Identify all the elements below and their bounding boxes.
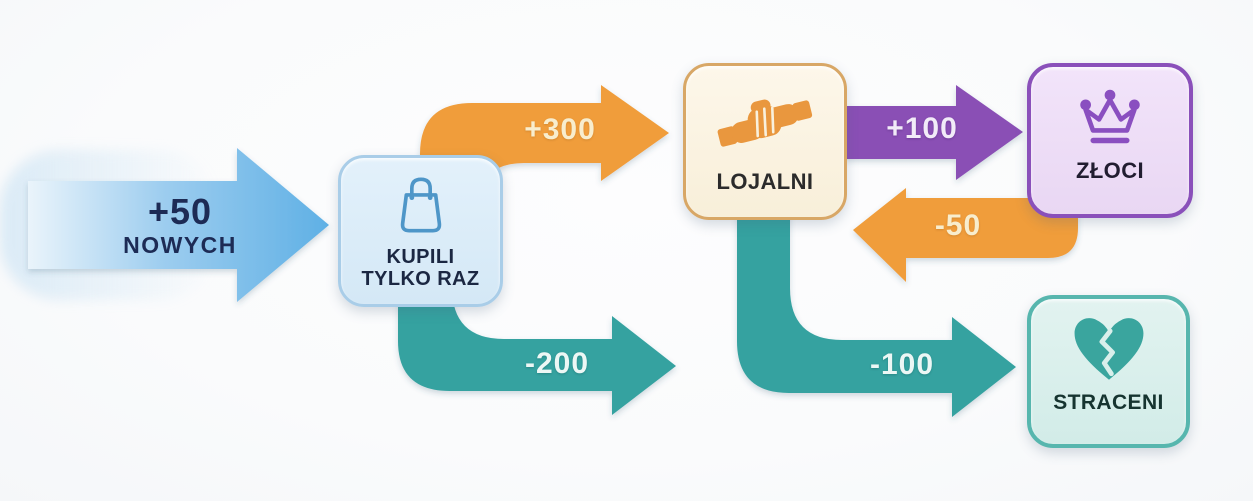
arrow-minus-200 — [398, 280, 676, 415]
shopping-bag-icon — [390, 172, 452, 238]
arrow-minus-100 — [737, 210, 1016, 417]
node-zloci: ZŁOCI — [1027, 63, 1193, 218]
node-label: LOJALNI — [716, 169, 814, 194]
arrow-minus-50 — [853, 188, 1078, 282]
handshake-icon — [715, 86, 815, 158]
broken-heart-icon — [1071, 315, 1147, 385]
arrow-label-minus-50: -50 — [934, 209, 982, 242]
arrow-label-minus-200: -200 — [524, 347, 590, 380]
arrow-plus-100 — [845, 85, 1023, 180]
arrow-label-plus-100: +100 — [886, 112, 958, 145]
node-lojalni: LOJALNI — [683, 63, 847, 220]
node-label-line2: TYLKO RAZ — [361, 268, 480, 291]
arrow-plus-300 — [420, 85, 669, 225]
node-label-line1: KUPILI — [386, 246, 455, 268]
entry-arrow-label: +50 NOWYCH — [100, 193, 260, 257]
node-kupili-tylko-raz: KUPILI TYLKO RAZ — [338, 155, 503, 307]
entry-arrow-value: +50 — [147, 191, 213, 232]
entry-arrow — [28, 148, 329, 302]
crown-icon — [1071, 85, 1149, 149]
arrow-label-minus-100: -100 — [869, 348, 935, 381]
node-straceni: STRACENI — [1027, 295, 1190, 448]
arrow-label-plus-300: +300 — [524, 113, 596, 146]
node-label: KUPILI TYLKO RAZ — [361, 246, 479, 291]
node-label: STRACENI — [1053, 391, 1164, 414]
node-label: ZŁOCI — [1076, 158, 1144, 183]
entry-arrow-caption: NOWYCH — [123, 231, 237, 258]
